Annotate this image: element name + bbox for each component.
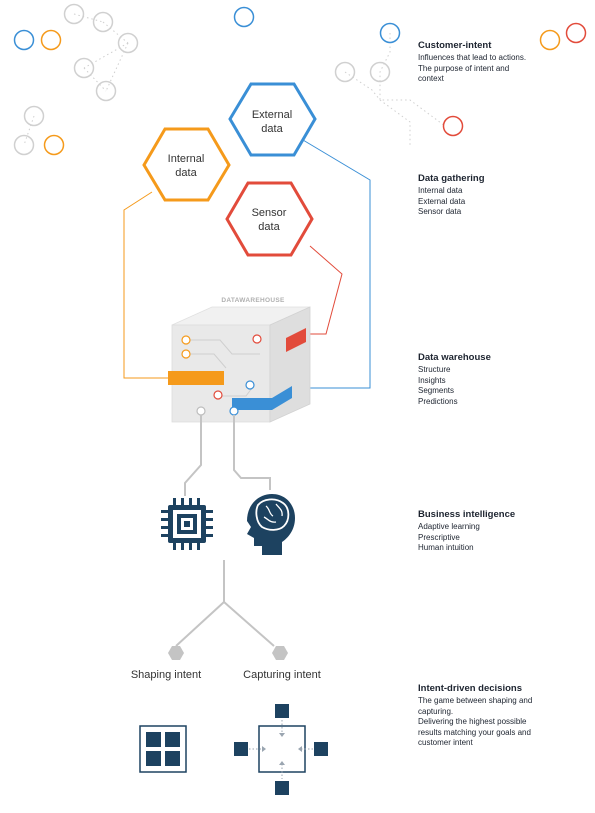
external-line1: External [252, 109, 292, 121]
section-line: External data [418, 196, 466, 206]
section-line: context [418, 74, 444, 83]
section-line: capturing. [418, 706, 454, 716]
internal-line1: Internal [168, 153, 205, 165]
section-line: Influences that lead to actions. [418, 53, 527, 62]
internal-data-slot [168, 371, 224, 385]
cube-circuit-lines [190, 339, 260, 397]
human-brain-head-icon [247, 494, 295, 555]
cube-port-orange [181, 349, 191, 359]
network-node [92, 11, 114, 33]
external-connector [262, 139, 371, 389]
bi-connector-right [233, 415, 271, 490]
section-line: Delivering the highest possible [418, 717, 527, 726]
network-node [73, 57, 95, 79]
cube-output-port [196, 406, 206, 416]
section-line: The purpose of intent and [418, 63, 510, 73]
section-line: Segments [418, 386, 455, 395]
section-line: The game between shaping and [418, 696, 533, 705]
section-data-warehouse: Data warehouse Structure Insights Segmen… [418, 352, 590, 407]
network-node-blue [233, 6, 255, 28]
cpu-chip-icon [161, 498, 213, 550]
bi-connector-left [184, 415, 202, 496]
four-squares-grid-icon [139, 725, 187, 773]
section-heading: Intent-driven decisions [418, 683, 522, 694]
sensor-connector [306, 245, 343, 335]
cube-port-red [252, 334, 262, 344]
network-node [95, 80, 117, 102]
network-node-red [565, 22, 587, 44]
network-node [369, 61, 391, 83]
section-heading: Data gathering [418, 173, 485, 184]
datawarehouse-cube: DATAWAREHOUSE [168, 297, 311, 423]
network-node [117, 32, 139, 54]
hexagon-internal: Internal data [142, 127, 231, 202]
section-customer-intent: Customer-intent Influences that lead to … [418, 40, 590, 85]
internal-connector [123, 191, 168, 379]
section-line: Adaptive learning [418, 522, 480, 531]
shaping-intent-label: Shaping intent [131, 669, 201, 681]
section-data-gathering: Data gathering Internal data External da… [418, 173, 590, 218]
section-intent-driven-decisions: Intent-driven decisions The game between… [418, 683, 590, 749]
warehouse-label: DATAWAREHOUSE [221, 297, 285, 304]
shaping-node [168, 646, 184, 660]
network-node-red [442, 115, 464, 137]
sensor-line2: data [258, 221, 280, 233]
section-heading: Data warehouse [418, 352, 491, 363]
section-heading: Business intelligence [418, 509, 516, 520]
section-business-intelligence: Business intelligence Adaptive learning … [418, 509, 590, 554]
section-line: Human intuition [418, 543, 474, 552]
decision-fork [175, 560, 275, 647]
section-line: Prescriptive [418, 532, 460, 542]
network-links [23, 13, 446, 146]
cube-port-blue [245, 380, 255, 390]
external-data-slot [232, 386, 292, 410]
section-line: Structure [418, 365, 451, 374]
network-node-orange [43, 134, 65, 156]
hexagon-external: External data [228, 82, 317, 157]
section-line: Sensor data [418, 207, 462, 216]
section-line: Internal data [418, 186, 463, 195]
network-node-blue [13, 29, 35, 51]
external-line2: data [261, 123, 283, 135]
network-node-orange [539, 29, 561, 51]
cube-output-port [229, 406, 239, 416]
section-heading: Customer-intent [418, 40, 492, 51]
network-node [334, 61, 356, 83]
network-node [63, 3, 85, 25]
sensor-line1: Sensor [252, 207, 287, 219]
section-line: Insights [418, 375, 446, 385]
section-line: customer intent [418, 738, 473, 747]
network-node [23, 105, 45, 127]
capturing-intent-label: Capturing intent [243, 669, 321, 681]
cube-port-red [213, 390, 223, 400]
network-node [13, 134, 35, 156]
network-node-orange [40, 29, 62, 51]
sensor-data-slot [286, 328, 306, 352]
cube-port-orange [181, 335, 191, 345]
internal-line2: data [175, 167, 197, 179]
converging-squares-icon [234, 704, 328, 795]
capturing-node [272, 646, 288, 660]
customer-network [13, 3, 587, 156]
section-line: results matching your goals and [418, 727, 531, 737]
hexagon-sensor: Sensor data [225, 181, 314, 257]
section-line: Predictions [418, 396, 458, 406]
network-node-blue [379, 22, 401, 44]
